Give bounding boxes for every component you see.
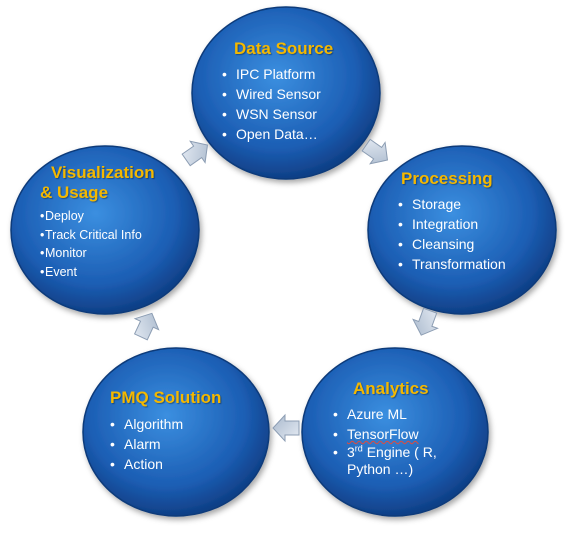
node-visualization-usage: Visualization & Usage •Deploy •Track Cri… — [40, 163, 190, 281]
list-item: •WSN Sensor — [222, 106, 317, 122]
list-item: •Open Data… — [222, 126, 318, 142]
list-item: •Transformation — [398, 256, 506, 272]
node-title: Visualization — [51, 163, 155, 182]
list-item: •Deploy — [40, 209, 84, 223]
list-item: •Alarm — [110, 436, 161, 452]
node-processing: Processing •Storage •Integration •Cleans… — [398, 169, 538, 274]
node-analytics: Analytics •Azure ML •TensorFlow •3rd Eng… — [333, 379, 458, 478]
list-item: •Event — [40, 264, 77, 279]
node-circle-processing — [367, 145, 557, 315]
node-data-source: Data Source •IPC Platform •Wired Sensor … — [222, 39, 370, 144]
arrow-analytics-to-pmq — [272, 413, 300, 443]
node-title: Processing — [401, 169, 493, 188]
node-circle-visualization — [10, 145, 200, 315]
list-item: •Monitor — [40, 246, 87, 260]
list-item: •Algorithm — [110, 416, 184, 432]
arrow-visualization-to-datasource — [181, 140, 209, 167]
list-item: •TensorFlow — [333, 426, 419, 442]
arrow-datasource-to-processing — [361, 138, 389, 165]
list-item: •IPC Platform — [222, 66, 316, 82]
list-item: •Track Critical Info — [40, 227, 142, 242]
node-title: Analytics — [353, 379, 429, 398]
list-item: •Action — [110, 456, 163, 472]
node-title: PMQ Solution — [110, 388, 222, 407]
node-title: Data Source — [234, 39, 334, 58]
list-item: •Cleansing — [398, 236, 475, 252]
list-item: •Storage — [398, 196, 462, 212]
node-circle-pmq — [82, 347, 270, 517]
list-item: •3rd Engine ( R,Python …) — [333, 443, 437, 477]
list-item: •Integration — [398, 216, 479, 232]
node-pmq-solution: PMQ Solution •Algorithm •Alarm •Action — [110, 388, 250, 474]
list-item: •Wired Sensor — [222, 86, 321, 102]
list-item: •Azure ML — [333, 406, 407, 422]
node-circle-analytics — [301, 347, 489, 517]
node-circle-data-source — [191, 6, 381, 180]
arrow-processing-to-analytics — [412, 307, 439, 336]
node-title-line2: & Usage — [40, 183, 109, 202]
arrow-pmq-to-visualization — [133, 312, 160, 341]
